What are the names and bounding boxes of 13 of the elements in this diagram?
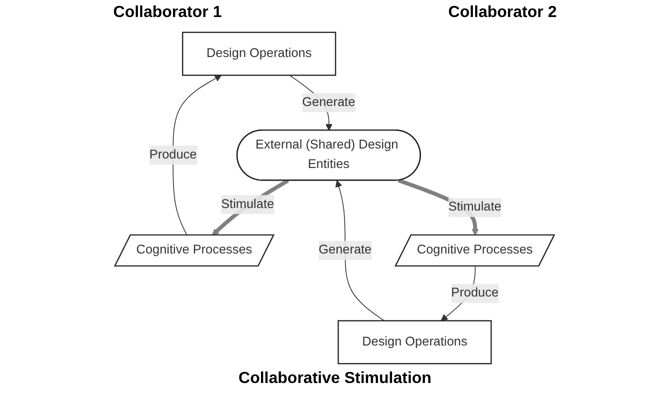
column-heading: Collaborator 1 [113,4,222,22]
edge-label: Generate [319,243,372,257]
arrow [173,74,222,236]
edge-label: Stimulate [448,200,502,214]
node-box: Design Operations [338,320,492,364]
edge-label: Produce [150,148,198,162]
caption-heading: Collaborative Stimulation [238,370,432,387]
edge-label: Produce [452,286,499,300]
arrow [212,178,290,236]
node-box: Design Operations [182,32,337,76]
edge-label: Stimulate [222,197,275,211]
column-heading: Collaborator 2 [448,4,557,22]
edge-label: Generate [302,96,356,110]
